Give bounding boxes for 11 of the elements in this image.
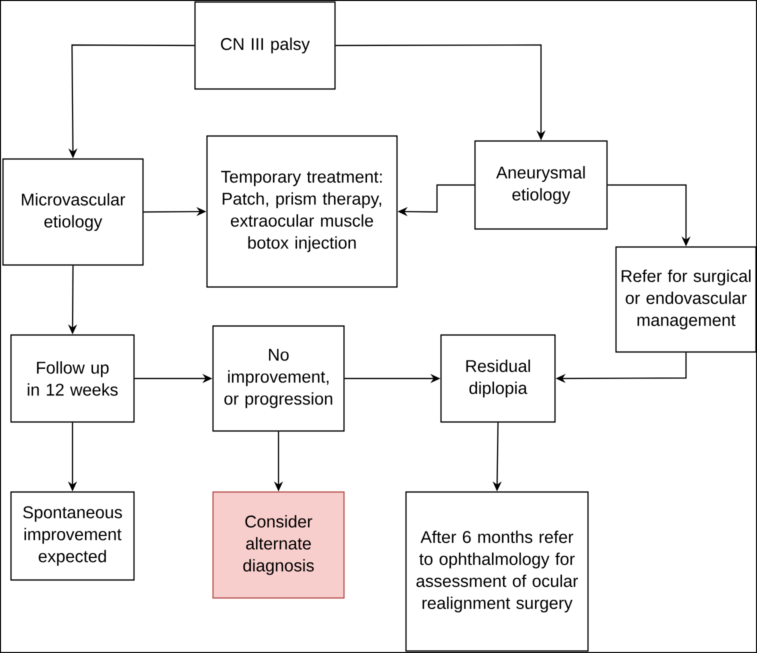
process-box: Aneurysmal etiology — [474, 140, 608, 230]
process-box: No improvement, or progression — [212, 325, 345, 432]
process-box: Residual diplopia — [440, 334, 556, 423]
process-box: Spontaneous improvement expected — [10, 491, 135, 581]
process-box: Microvascular etiology — [2, 158, 144, 266]
process-box: Follow up in 12 weeks — [10, 334, 135, 423]
process-box: Consider alternate diagnosis — [212, 491, 345, 599]
process-box: Temporary treatment: Patch, prism therapy, extraocular muscle botox injection — [206, 135, 398, 288]
process-box: After 6 months refer to ophthalmology for assessment of ocular realignment surgery — [405, 491, 589, 652]
process-box: Refer for surgical or endovascular management — [615, 246, 757, 353]
process-box: CN III palsy — [194, 1, 336, 90]
